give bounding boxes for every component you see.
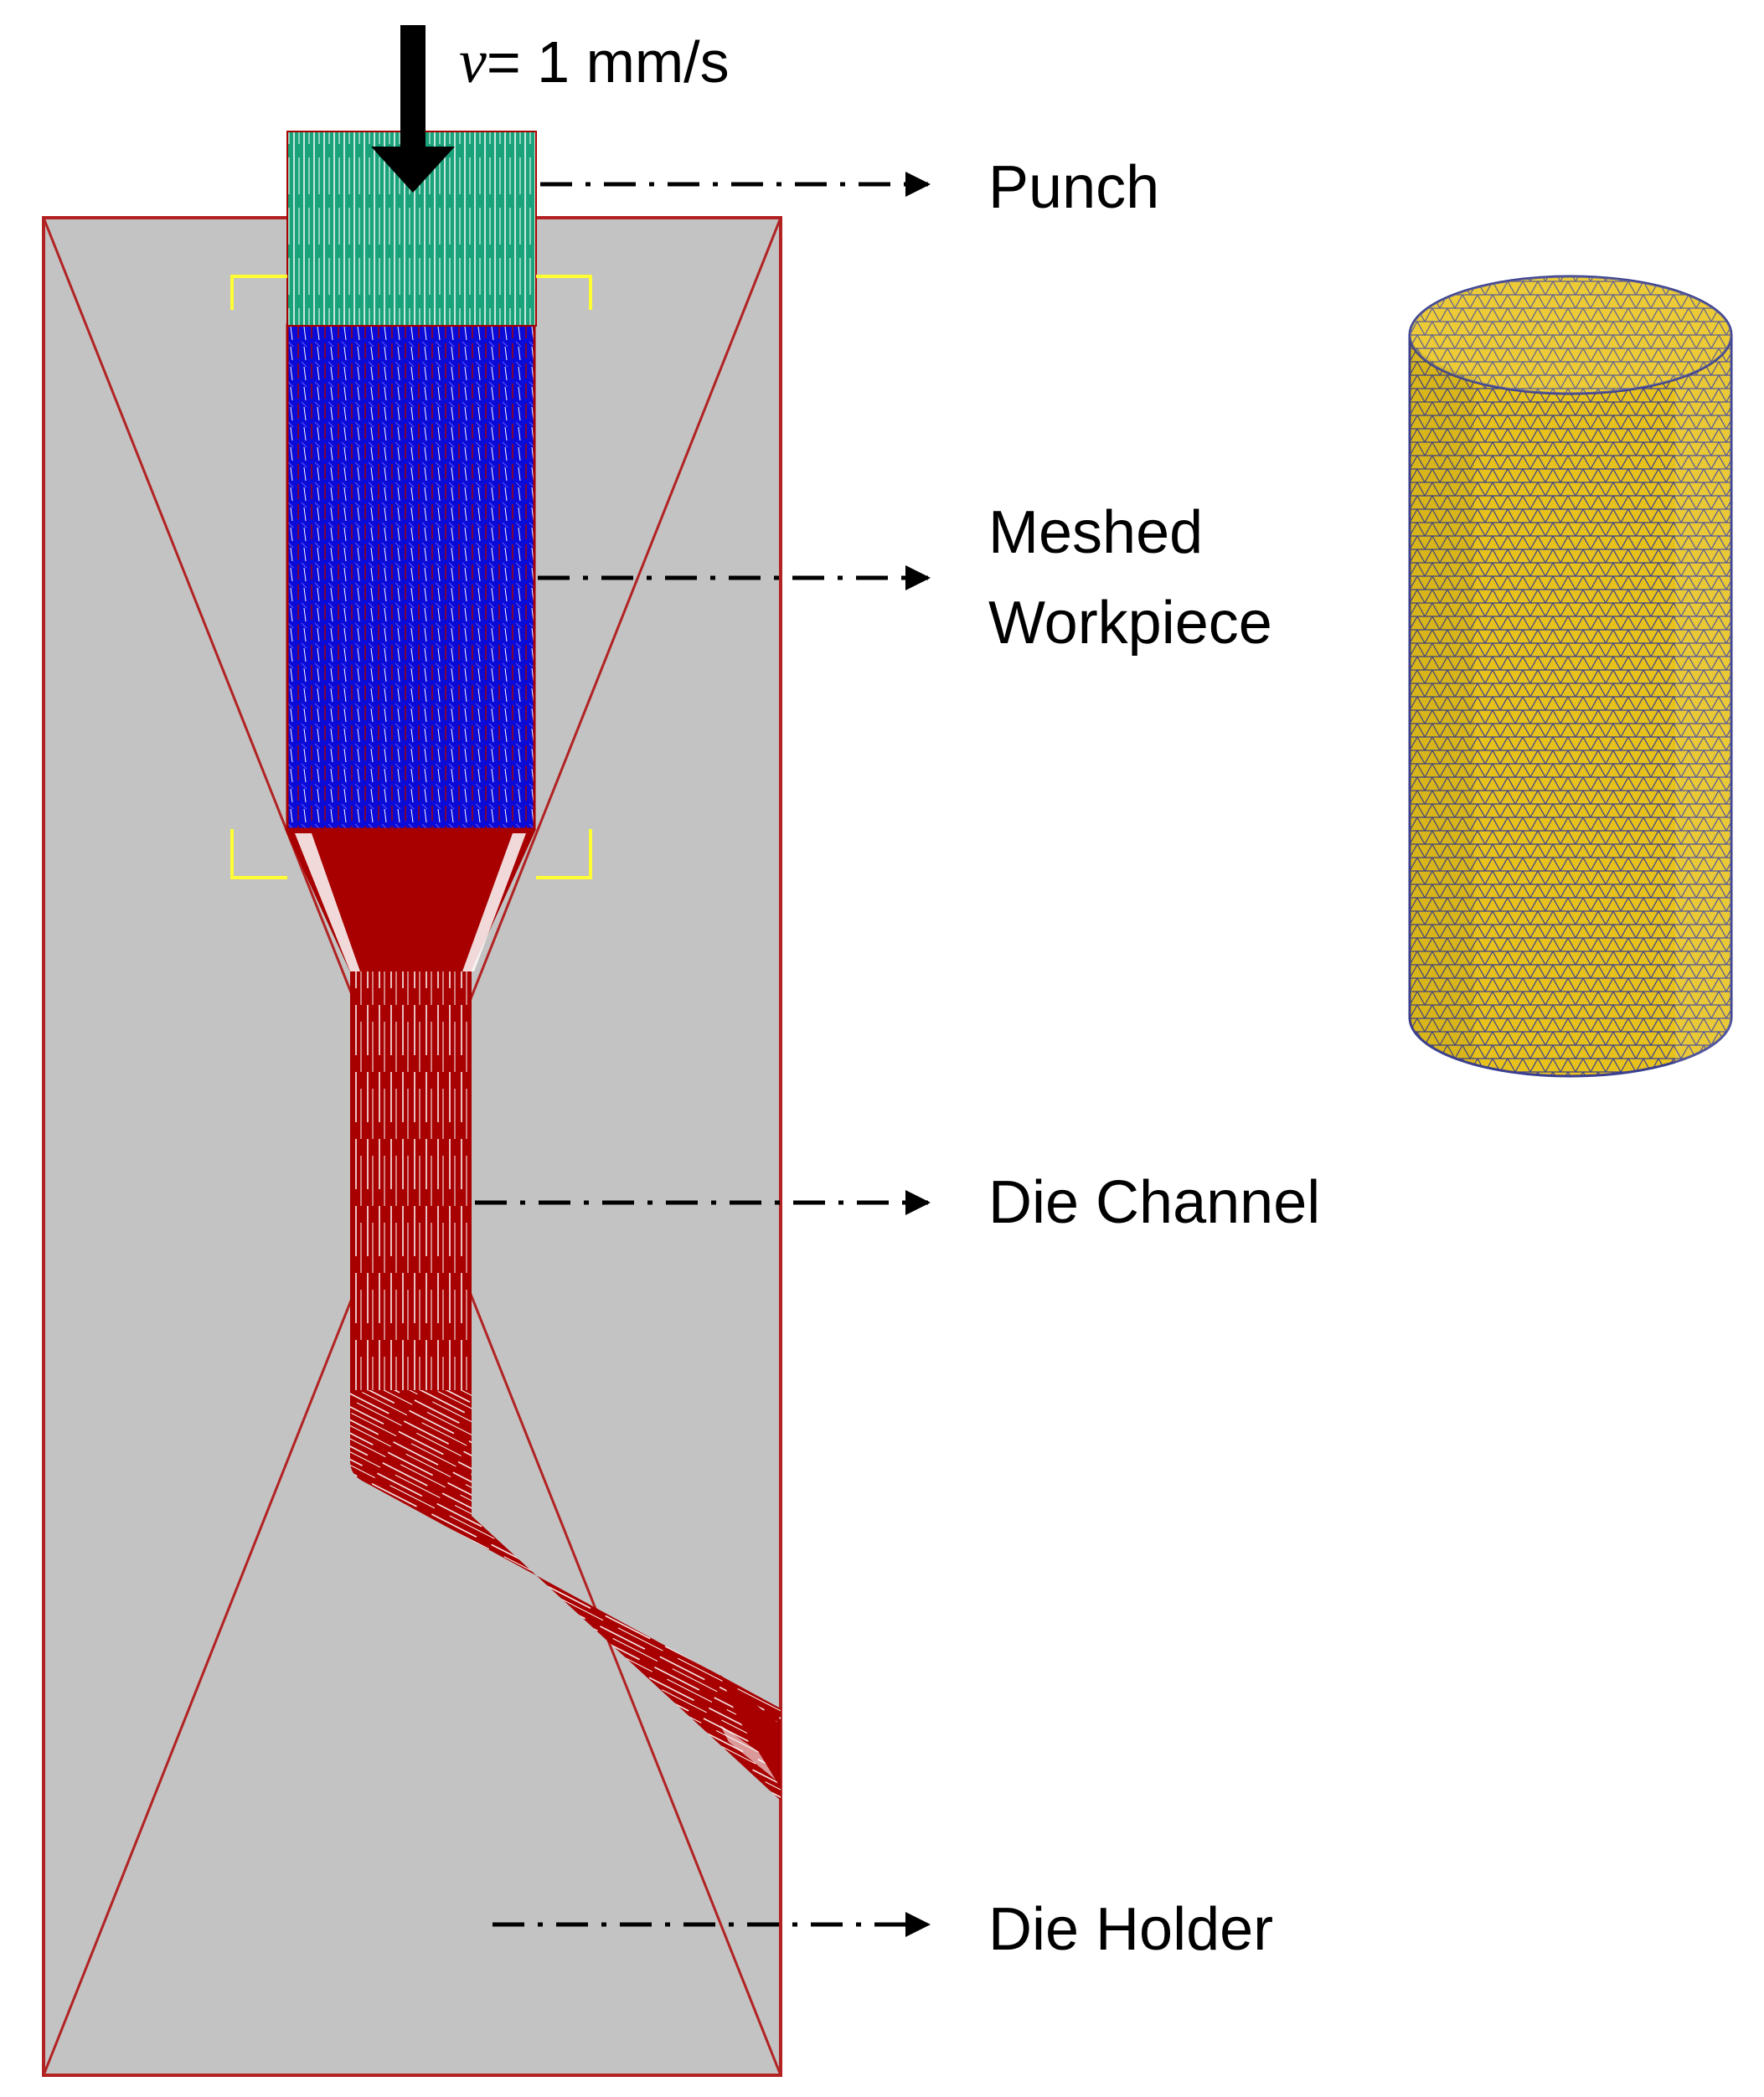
- leader-lines: [475, 172, 931, 1937]
- punch-label: Punch: [988, 154, 1159, 221]
- velocity-label: v= 1 mm/s: [459, 28, 730, 96]
- meshed-workpiece-section: [286, 323, 536, 831]
- die-holder-label: Die Holder: [988, 1896, 1273, 1963]
- die-channel-label: Die Channel: [988, 1169, 1320, 1236]
- workpiece-label-line1: Meshed: [988, 499, 1203, 566]
- view-brackets: [230, 275, 592, 879]
- meshed-workpiece-3d: [1408, 275, 1733, 1078]
- workpiece-label-line2: Workpiece: [988, 590, 1272, 657]
- velocity-value: = 1 mm/s: [487, 29, 730, 95]
- velocity-arrow: [371, 25, 455, 193]
- velocity-symbol: v: [459, 28, 487, 96]
- die-channel: [285, 829, 781, 1801]
